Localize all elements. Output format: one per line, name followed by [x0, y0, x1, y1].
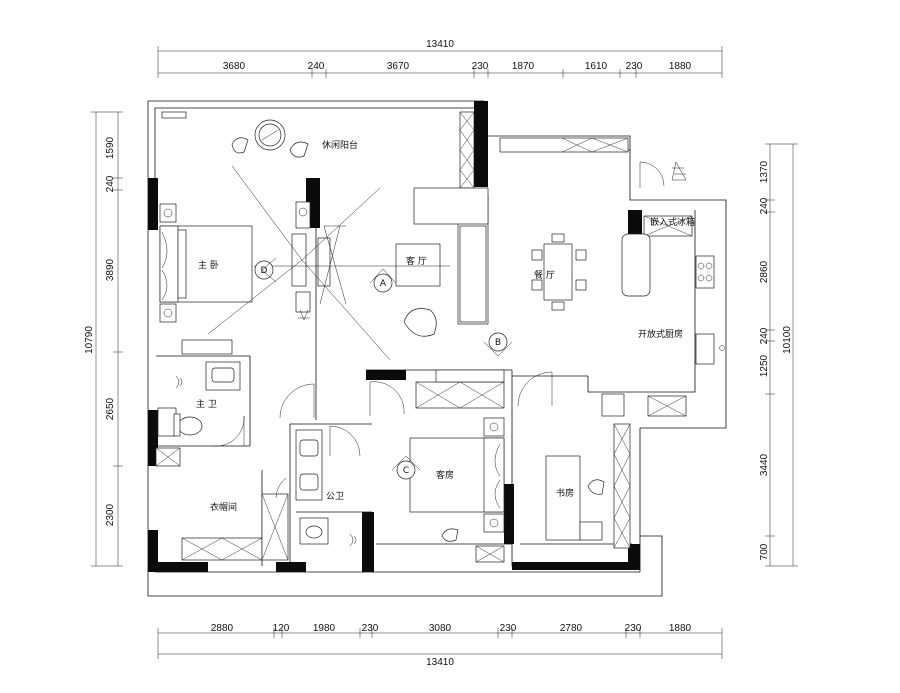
right-total-dimension: 10100: [782, 326, 793, 354]
top-dimension: 230: [472, 61, 489, 72]
top-total-dimension: 13410: [426, 39, 454, 50]
master-bath-fixtures: [157, 361, 241, 437]
right-dimension: 2860: [759, 260, 770, 283]
right-dimension: 240: [759, 327, 770, 344]
top-dimension: 240: [308, 61, 325, 72]
bottom-total-dimension: 13410: [426, 657, 454, 668]
top-dimension: 230: [626, 61, 643, 72]
master-tv-cabinet: [291, 201, 331, 321]
left-dimension: 2650: [105, 397, 116, 420]
room-label-living-room: 客 厅: [406, 255, 427, 267]
building-outline: [147, 100, 727, 597]
right-dimension-lines: [765, 143, 798, 567]
bottom-dimension: 1980: [313, 623, 336, 634]
svg-text:B: B: [495, 338, 501, 348]
bottom-dimension: 230: [625, 623, 642, 634]
balcony-furniture: [161, 111, 309, 158]
master-bed: [159, 203, 253, 323]
svg-text:A: A: [380, 279, 387, 289]
right-dimension: 240: [759, 197, 770, 214]
right-dimension: 1250: [759, 354, 770, 377]
room-label-closet: 衣帽间: [210, 501, 237, 513]
bottom-dimension: 230: [362, 623, 379, 634]
elevation-marker-a: A: [369, 268, 397, 293]
room-label-kitchen: 开放式厨房: [638, 328, 683, 340]
view-lines: [207, 165, 450, 361]
bottom-dimension: 2780: [560, 623, 583, 634]
left-dimension-lines: [91, 111, 123, 567]
bottom-dimension: 120: [273, 623, 290, 634]
left-total-dimension: 10790: [84, 326, 95, 354]
room-label-public-bath: 公卫: [326, 491, 344, 502]
kitchen-fixtures: [601, 161, 725, 417]
room-label-dining-room: 餐 厅: [534, 269, 555, 281]
right-dimension: 700: [759, 543, 770, 560]
bottom-dimension-lines: [157, 628, 723, 659]
svg-text:C: C: [403, 466, 409, 476]
dining-table: [531, 233, 587, 311]
room-label-master-bath: 主 卫: [196, 398, 217, 410]
svg-text:D: D: [261, 266, 268, 276]
top-dimension: 1870: [512, 61, 535, 72]
top-dimension: 3680: [223, 61, 246, 72]
room-label-fridge: 嵌入式冰箱: [650, 216, 695, 228]
built-in-cabinets: [155, 111, 693, 563]
room-label-balcony: 休闲阳台: [322, 139, 358, 151]
left-dimension: 240: [105, 175, 116, 192]
elevation-marker-c: C: [391, 455, 421, 480]
guest-bed: [409, 417, 505, 542]
room-label-study: 书房: [556, 487, 574, 499]
room-label-guest-room: 客房: [436, 469, 454, 481]
room-label-master-bedroom: 主 卧: [198, 259, 219, 271]
living-furniture: [395, 187, 489, 337]
right-dimension: 3440: [759, 453, 770, 476]
left-dimension: 2300: [105, 503, 116, 526]
top-dimension: 1880: [669, 61, 692, 72]
door-swings: [213, 161, 665, 499]
right-dimension: 1370: [759, 160, 770, 183]
elevation-marker-b: B: [483, 332, 513, 357]
study-desk: [545, 455, 605, 541]
elevation-marker-d: D: [254, 257, 277, 283]
left-dimension: 3890: [105, 258, 116, 281]
top-dimension: 1610: [585, 61, 608, 72]
bottom-dimension: 2880: [211, 623, 234, 634]
structural-walls: [148, 101, 642, 572]
public-bath-fixtures: [295, 429, 357, 547]
bottom-dimension: 1880: [669, 623, 692, 634]
bottom-dimension: 230: [500, 623, 517, 634]
left-dimension: 1590: [105, 136, 116, 159]
top-dimension: 3670: [387, 61, 410, 72]
top-dimension-lines: [157, 46, 723, 78]
bottom-dimension: 3080: [429, 623, 452, 634]
